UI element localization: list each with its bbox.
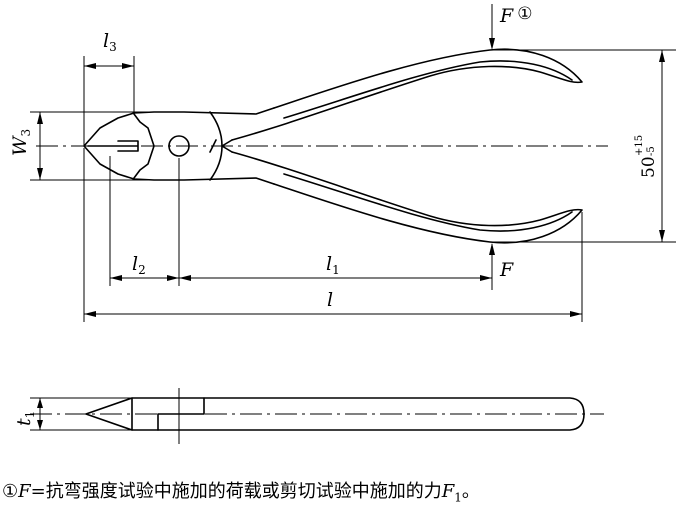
label-t1: t1 [13,411,37,426]
footnote-end: 。 [461,481,480,502]
dim-50-value: 50 [639,156,659,178]
side-outline [85,397,585,431]
l3-extension [83,56,135,146]
pliers-side-view [30,388,604,444]
l1-arrow-right [480,275,492,281]
l-extension [83,148,583,322]
t1-extension [30,397,132,431]
t1-arrow-bottom [37,420,43,430]
l2-extension [109,156,180,286]
label-l: l [327,289,333,311]
l3-arrow-right [122,63,134,69]
force-top-arrow [489,38,495,50]
footnote-text: =抗弯强度试验中施加的荷载或剪切试验中施加的力 [30,481,442,502]
l2-arrow-left [110,275,122,281]
w3-extension [30,111,150,181]
w3-arrow-top [37,112,43,124]
l1-arrow-left [179,275,191,281]
pliers-top-view [36,48,608,244]
label-w3: W3 [9,129,33,156]
t1-arrow-top [37,398,43,408]
footnote: ①F=抗弯强度试验中施加的荷载或剪切试验中施加的力F1。 [2,479,480,505]
w3-arrow-bottom [37,168,43,180]
label-l3: l3 [103,30,117,54]
dim-50-arrow-top [659,50,665,62]
upper-handle [231,48,583,141]
footnote-force-symbol: F [441,481,455,502]
l2-arrow-right [167,275,179,281]
side-joint [131,397,205,431]
l-arrow-left [84,311,96,317]
lower-handle [231,151,583,244]
label-force-bottom: F [499,259,514,281]
dim-50-arrow-bottom [659,230,665,242]
force-bottom-arrow [489,243,495,255]
hinge-joint [209,111,233,181]
dim-50-extension [492,49,676,243]
pivot-hole [168,135,190,157]
jaw-notch [133,113,155,179]
cutting-edge [87,140,139,152]
label-l2: l2 [132,253,146,277]
dimensions-top-view [30,4,676,322]
l3-arrow-left [84,63,96,69]
label-l1: l1 [326,253,340,277]
label-dim-50: 50 +15 -5 [634,135,659,178]
dim-50-lower-tolerance: -5 [646,146,657,156]
footnote-symbol: F [18,481,31,502]
dim-50-upper-tolerance: +15 [634,135,645,156]
footnote-marker: ① [2,481,19,502]
footnote-force-sub: 1 [454,490,462,505]
l-arrow-right [570,311,582,317]
